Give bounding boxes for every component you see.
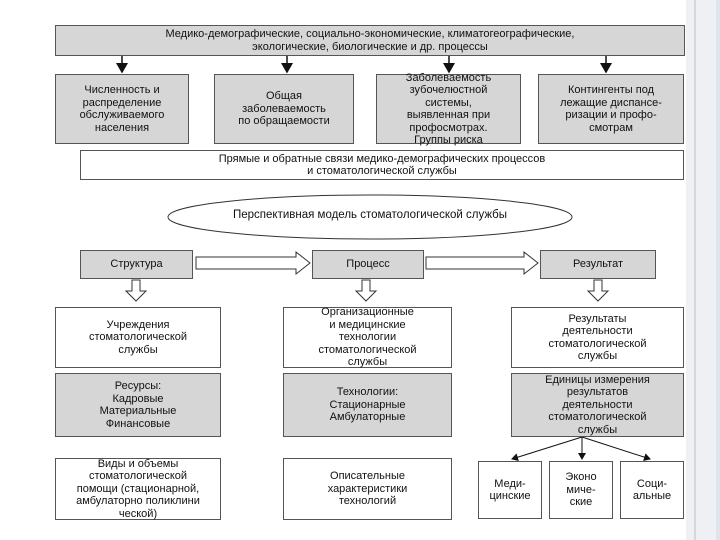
contingents-box: Контингенты под лежащие диспансе- ризаци…: [538, 74, 684, 144]
slide-side-rail: [686, 0, 720, 540]
process-tech-types: Технологии: Стационарные Амбулаторные: [283, 373, 452, 437]
branch-right: [581, 436, 651, 461]
structure-volumes: Виды и объемы стоматологической помощи (…: [55, 458, 221, 520]
rail-edge: [716, 0, 720, 540]
result-type-economic: Эконо миче- ские: [549, 461, 613, 519]
top-process-box: Медико-демографические, социально-эконом…: [55, 25, 685, 56]
model-ellipse: [167, 194, 573, 240]
process-descriptions: Описательные характеристики технологий: [283, 458, 452, 520]
result-type-social: Соци- альные: [620, 461, 684, 519]
dental-morbidity-box: Заболеваемость зубочелюстной системы, вы…: [376, 72, 521, 146]
rail-line: [694, 0, 696, 540]
result-outcomes: Результаты деятельности стоматологическо…: [511, 307, 684, 368]
hollow-arrow-process-result: [425, 250, 539, 276]
stage-result: Результат: [540, 250, 656, 279]
links-box: Прямые и обратные связи медико-демографи…: [80, 150, 684, 180]
stage-process: Процесс: [312, 250, 424, 279]
result-units: Единицы измерения результатов деятельнос…: [511, 373, 684, 437]
process-technologies: Организационные и медицинские технологии…: [283, 306, 452, 368]
structure-resources: Ресурсы: Кадровые Материальные Финансовы…: [55, 373, 221, 437]
structure-institutions: Учреждения стоматологической службы: [55, 307, 221, 368]
result-type-medical: Меди- цинские: [478, 461, 542, 519]
morbidity-box: Общая заболеваемость по обращаемости: [214, 74, 354, 144]
model-label: Перспективная модель стоматологической с…: [232, 209, 508, 221]
hollow-down-arrow-structure: [124, 279, 148, 302]
hollow-down-arrow-process: [354, 279, 378, 302]
population-box: Численность и распределение обслуживаемо…: [55, 74, 189, 144]
branch-left: [511, 436, 583, 462]
stage-structure: Структура: [80, 250, 193, 279]
hollow-down-arrow-result: [586, 279, 610, 302]
hollow-arrow-structure-process: [195, 250, 311, 276]
